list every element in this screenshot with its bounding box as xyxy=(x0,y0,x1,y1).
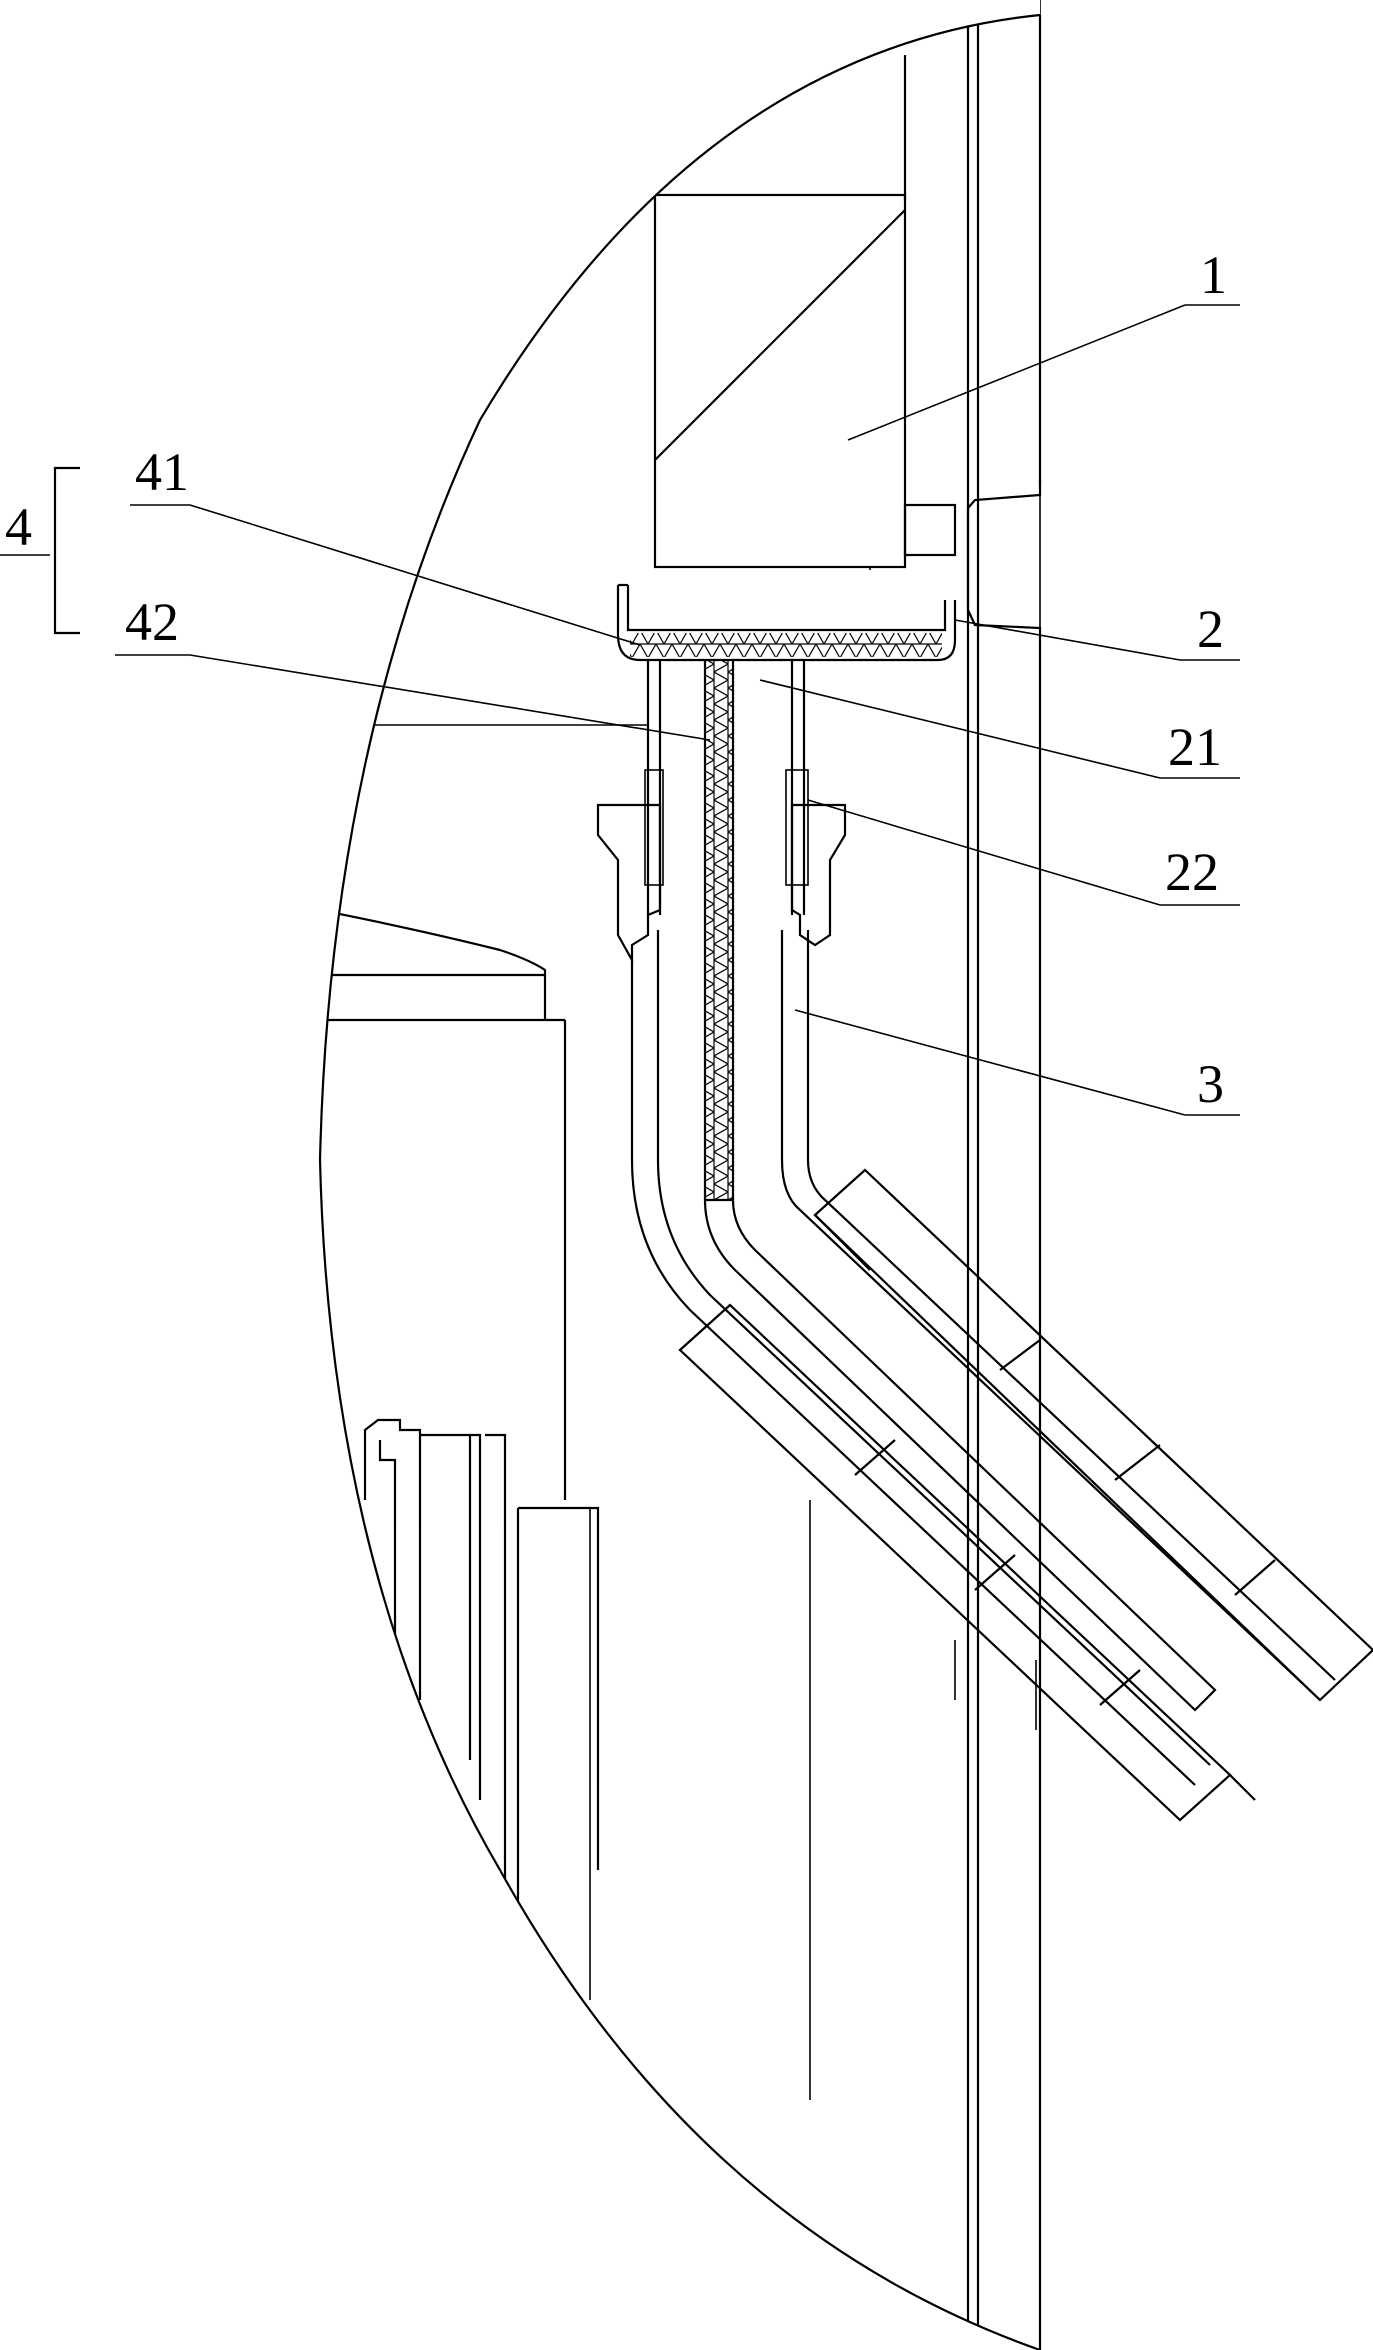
right-wall-panel xyxy=(954,0,1042,2350)
component-3-pipe xyxy=(630,930,1336,1786)
label-22: 22 xyxy=(1165,842,1219,902)
left-housing xyxy=(320,724,811,2100)
component-41-tray xyxy=(616,583,957,662)
component-22-fitting xyxy=(596,803,847,965)
label-42: 42 xyxy=(125,592,179,652)
label-4: 4 xyxy=(5,497,32,557)
leader-lines xyxy=(0,304,1240,1116)
component-42-core-strip xyxy=(703,660,735,1200)
label-1: 1 xyxy=(1200,245,1227,305)
label-41: 41 xyxy=(135,442,189,502)
label-21: 21 xyxy=(1168,717,1222,777)
pipe-sleeve-blocks xyxy=(678,1168,1373,1822)
detail-circle-boundary xyxy=(318,13,1041,2350)
label-3: 3 xyxy=(1197,1054,1224,1114)
label-2: 2 xyxy=(1197,599,1224,659)
component-1-box xyxy=(653,55,957,570)
